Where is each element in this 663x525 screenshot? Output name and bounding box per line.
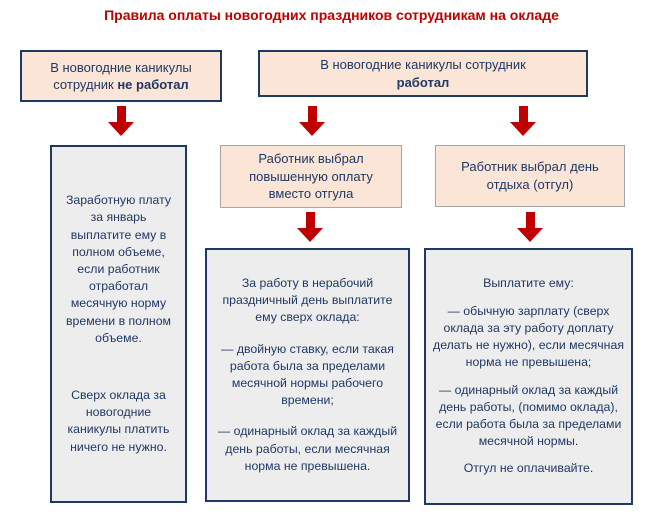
option-box-day-off: Работник выбрал день отдыха (отгул)	[435, 145, 625, 207]
condition-text: В новогодние каникулы сотрудник не работ…	[30, 59, 212, 93]
down-arrow-icon	[108, 106, 134, 136]
outcome-box-higher-pay: За работу в нерабочий праздничный день в…	[205, 248, 410, 502]
condition-bold: работал	[396, 74, 450, 90]
outcome-paragraph: Сверх оклада за новогодние каникулы плат…	[67, 388, 170, 454]
down-arrow-icon	[517, 212, 543, 242]
outcome-paragraph: Заработную плату за январь выплатите ему…	[65, 193, 172, 345]
condition-bold: не работал	[117, 77, 189, 92]
down-arrow-icon	[510, 106, 536, 136]
outcome-paragraph: Выплатите ему:	[483, 276, 574, 291]
arrow-head	[299, 122, 325, 136]
condition-text: В новогодние каникулы сотрудник работал	[320, 56, 526, 90]
option-box-higher-pay: Работник выбрал повышенную оплату вместо…	[220, 145, 402, 208]
outcome-paragraph: — двойную ставку, если такая работа была…	[221, 341, 394, 408]
option-label: Работник выбрал день отдыха (отгул)	[461, 159, 599, 192]
arrow-stem	[525, 212, 535, 228]
arrow-stem	[305, 212, 315, 228]
outcome-box-not-worked: Заработную плату за январь выплатите ему…	[50, 145, 187, 503]
condition-box-not-worked: В новогодние каникулы сотрудник не работ…	[20, 50, 222, 102]
outcome-paragraph: — одинарный оклад за каждый день работы,…	[217, 424, 398, 473]
arrow-stem	[307, 106, 317, 122]
option-label: Работник выбрал повышенную оплату вместо…	[249, 151, 373, 202]
arrow-head	[297, 228, 323, 242]
arrow-head	[517, 228, 543, 242]
condition-prefix: В новогодние каникулы сотрудник	[320, 57, 526, 73]
arrow-head	[108, 122, 134, 136]
outcome-paragraph: — одинарный оклад за каждый день работы,…	[435, 382, 622, 449]
condition-prefix: В новогодние каникулы сотрудник	[50, 59, 192, 92]
down-arrow-icon	[299, 106, 325, 136]
arrow-head	[510, 122, 536, 136]
outcome-paragraph: Отгул не оплачивайте.	[463, 461, 594, 476]
outcome-paragraph: За работу в нерабочий праздничный день в…	[222, 275, 393, 325]
page-title: Правила оплаты новогодних праздников сот…	[104, 7, 559, 23]
arrow-stem	[518, 106, 528, 122]
down-arrow-icon	[297, 212, 323, 242]
outcome-box-day-off: Выплатите ему: — обычную зарплату (сверх…	[424, 248, 633, 505]
arrow-stem	[116, 106, 126, 122]
condition-box-worked: В новогодние каникулы сотрудник работал	[258, 50, 588, 97]
outcome-paragraph: — обычную зарплату (сверх оклада за эту …	[433, 303, 624, 370]
